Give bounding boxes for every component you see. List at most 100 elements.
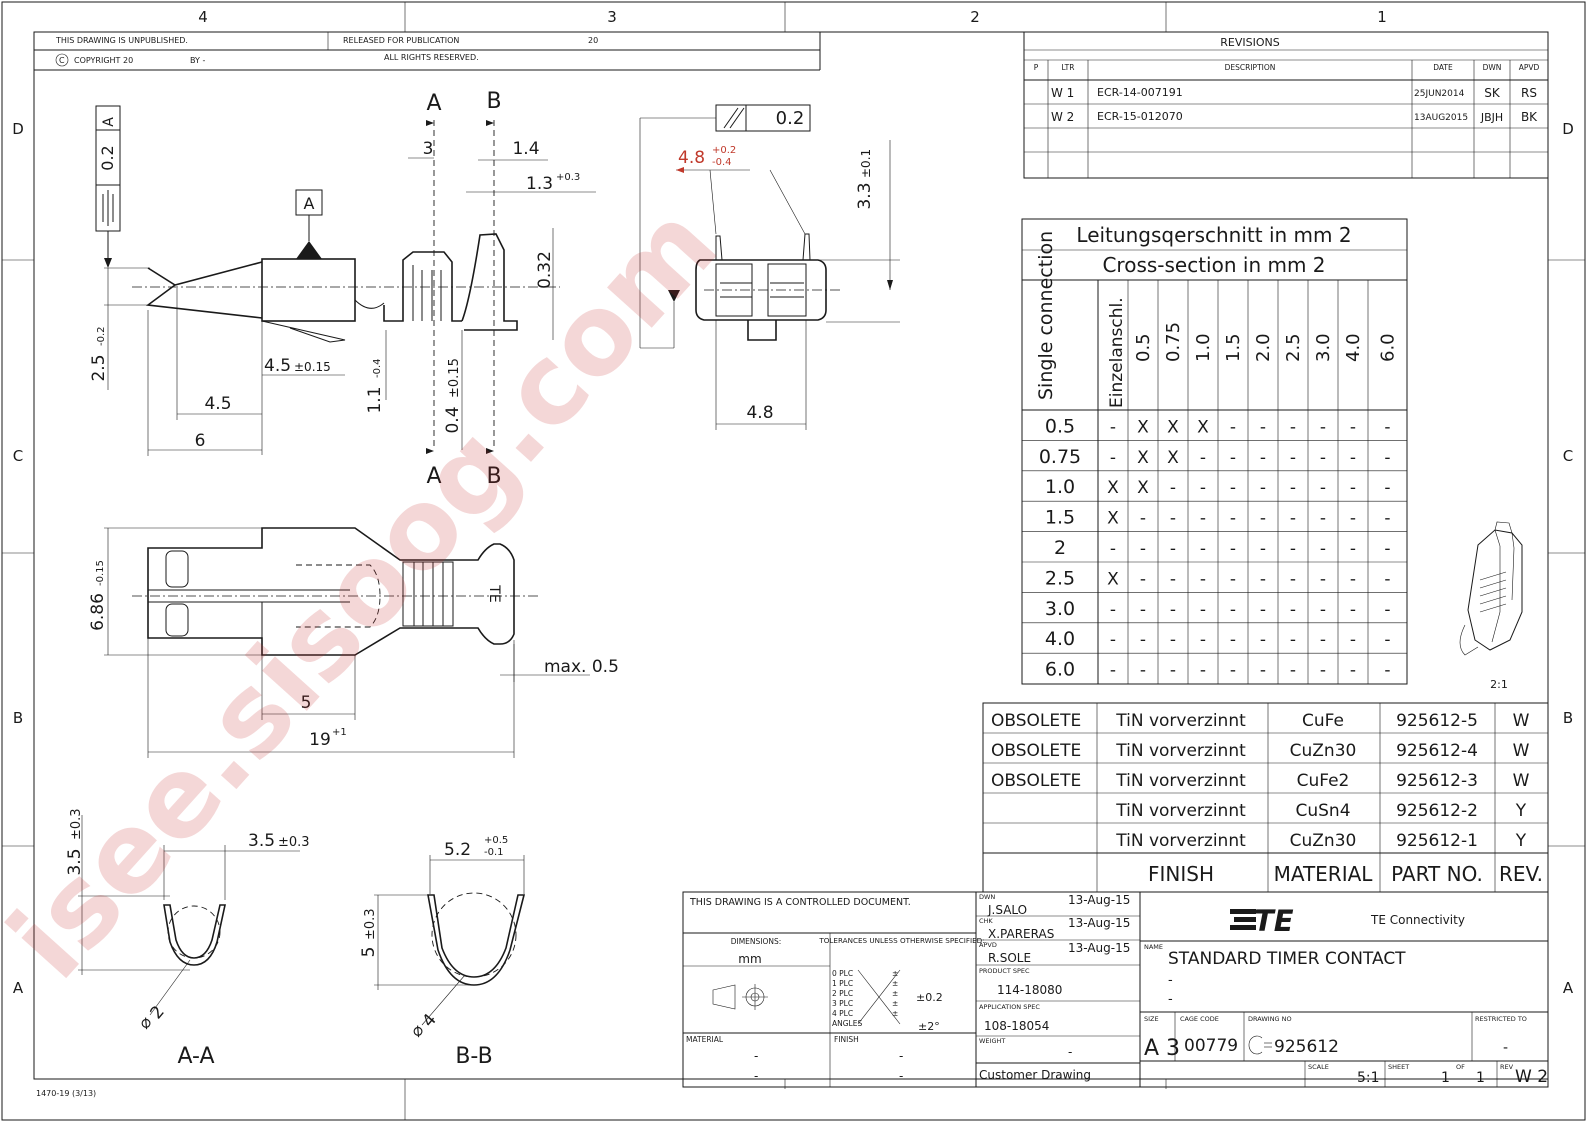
- rev-row-2-desc: ECR-15-012070: [1097, 110, 1183, 123]
- title-block: THIS DRAWING IS A CONTROLLED DOCUMENT. D…: [682, 891, 1549, 1088]
- rev-row-1-date: 25JUN2014: [1414, 89, 1465, 99]
- parts-row-rev: Y: [1515, 801, 1527, 821]
- side-view-dims: A 0.2 A A B A B 3 1.4 1.3 +0.3 0.32 2.5 …: [89, 89, 596, 489]
- finish-val-1: -: [899, 1049, 903, 1063]
- side-view: [95, 105, 560, 450]
- dim-4-8-top: 4.8: [678, 148, 705, 168]
- cross-cell: -: [1260, 569, 1266, 589]
- zone-row-a-right: A: [1563, 979, 1574, 997]
- of-label: OF: [1456, 1063, 1465, 1071]
- tolerances-label: TOLERANCES UNLESS OTHERWISE SPECIFIED:: [818, 936, 984, 945]
- parts-row-material: CuZn30: [1290, 741, 1357, 761]
- rev-col-dwn: DWN: [1483, 63, 1502, 72]
- cross-cell: -: [1350, 630, 1356, 650]
- chk-label: CHK: [979, 917, 993, 925]
- drawing-name: STANDARD TIMER CONTACT: [1168, 949, 1406, 969]
- cross-cell: -: [1320, 509, 1326, 529]
- parts-head-material: MATERIAL: [1274, 862, 1374, 886]
- cross-cell: -: [1170, 569, 1176, 589]
- sheet-label: SHEET: [1388, 1063, 1409, 1071]
- apvd-date: 13-Aug-15: [1068, 941, 1130, 955]
- drawing-number: 925612: [1274, 1037, 1339, 1057]
- cross-cell: X: [1197, 417, 1209, 437]
- parts-head-rev: REV.: [1499, 862, 1543, 886]
- cross-cell: -: [1140, 569, 1146, 589]
- cross-cell: -: [1200, 569, 1206, 589]
- dim-0-4: 0.4: [443, 406, 463, 433]
- cross-col-3.0: 3.0: [1313, 333, 1334, 362]
- dim-1-3-tol: +0.3: [556, 172, 580, 183]
- zone-row-b-right: B: [1563, 709, 1573, 727]
- zone-row-d-right: D: [1562, 120, 1574, 138]
- copyright-note: COPYRIGHT 20: [74, 56, 133, 65]
- cross-cell: -: [1384, 417, 1390, 437]
- product-spec-label: PRODUCT SPEC: [979, 967, 1030, 975]
- cross-cell: -: [1384, 661, 1390, 681]
- cross-col-1.0: 1.0: [1193, 333, 1214, 362]
- parts-row-rev: W: [1513, 741, 1530, 761]
- cross-cell: -: [1230, 630, 1236, 650]
- cross-cell: -: [1260, 509, 1266, 529]
- dim-2-5: 2.5: [89, 354, 109, 381]
- section-a-top: A: [426, 91, 441, 116]
- parts-row-part-no: 925612-2: [1396, 801, 1478, 821]
- parts-row-rev: W: [1513, 711, 1530, 731]
- svg-text:±: ±: [892, 1009, 898, 1018]
- cross-cell: -: [1230, 478, 1236, 498]
- section-a-a-label: A-A: [177, 1044, 214, 1069]
- rev-row-1-dwn: SK: [1484, 86, 1501, 100]
- cross-cell: -: [1200, 539, 1206, 559]
- dim-max-0-5: max. 0.5: [544, 657, 619, 677]
- weight-val: -: [1068, 1045, 1072, 1059]
- parts-row-finish: TiN vorverzinnt: [1115, 831, 1246, 851]
- cross-cell: -: [1260, 448, 1266, 468]
- dim-5-2-tol-upper: +0.5: [484, 835, 508, 846]
- drawing-name-line-3: -: [1168, 992, 1173, 1007]
- isometric-view: 2:1: [1459, 521, 1523, 691]
- rev-row-1-apvd: RS: [1521, 86, 1537, 100]
- section-a-a: [78, 815, 300, 1016]
- zone-col-4: 4: [198, 8, 208, 26]
- te-logo: TE: [1230, 904, 1294, 938]
- cross-cell: -: [1140, 509, 1146, 529]
- cross-cell: -: [1290, 569, 1296, 589]
- cross-row-size: 2.5: [1045, 567, 1075, 589]
- rev-row-1-ltr: W 1: [1051, 86, 1074, 100]
- cross-section-table: Leitungsqerschnitt in mm 2 Cross-section…: [1021, 218, 1408, 685]
- rev-val: W 2: [1515, 1067, 1548, 1087]
- cross-cell: X: [1107, 509, 1119, 529]
- cross-cell: -: [1290, 630, 1296, 650]
- end-view: 0.2: [639, 104, 840, 349]
- dim-0-4-tol: ±0.15: [447, 358, 462, 398]
- zone-col-3: 3: [607, 8, 617, 26]
- dim-4-5: 4.5: [204, 394, 231, 414]
- dim-5-v-tol: ±0.3: [363, 908, 378, 940]
- cross-cell: -: [1320, 569, 1326, 589]
- parts-row-status: OBSOLETE: [991, 741, 1081, 761]
- rev-col-apvd: APVD: [1519, 63, 1540, 72]
- cross-cell: X: [1107, 569, 1119, 589]
- cross-cell: -: [1384, 630, 1390, 650]
- section-b-b-label: B-B: [455, 1044, 492, 1069]
- dim-1-4: 1.4: [512, 139, 539, 159]
- parts-row-part-no: 925612-3: [1396, 771, 1478, 791]
- cross-cell: -: [1260, 661, 1266, 681]
- dwn-label: DWN: [979, 893, 995, 901]
- sheet-val: 1: [1441, 1070, 1450, 1086]
- cross-cell: X: [1137, 448, 1149, 468]
- top-view: TE: [132, 527, 540, 656]
- svg-text:C: C: [59, 56, 65, 65]
- cross-row-head: Single connection: [1035, 231, 1057, 400]
- material-val-1: -: [754, 1049, 758, 1063]
- dim-1-3: 1.3: [526, 174, 553, 194]
- dim-3-5-h: 3.5: [248, 831, 275, 851]
- revisions-title: REVISIONS: [1220, 36, 1279, 49]
- cross-cell: -: [1140, 539, 1146, 559]
- tol-angles: ANGLES: [832, 1019, 862, 1028]
- cross-cell: -: [1200, 478, 1206, 498]
- cross-cell: -: [1230, 661, 1236, 681]
- cross-cell: -: [1350, 600, 1356, 620]
